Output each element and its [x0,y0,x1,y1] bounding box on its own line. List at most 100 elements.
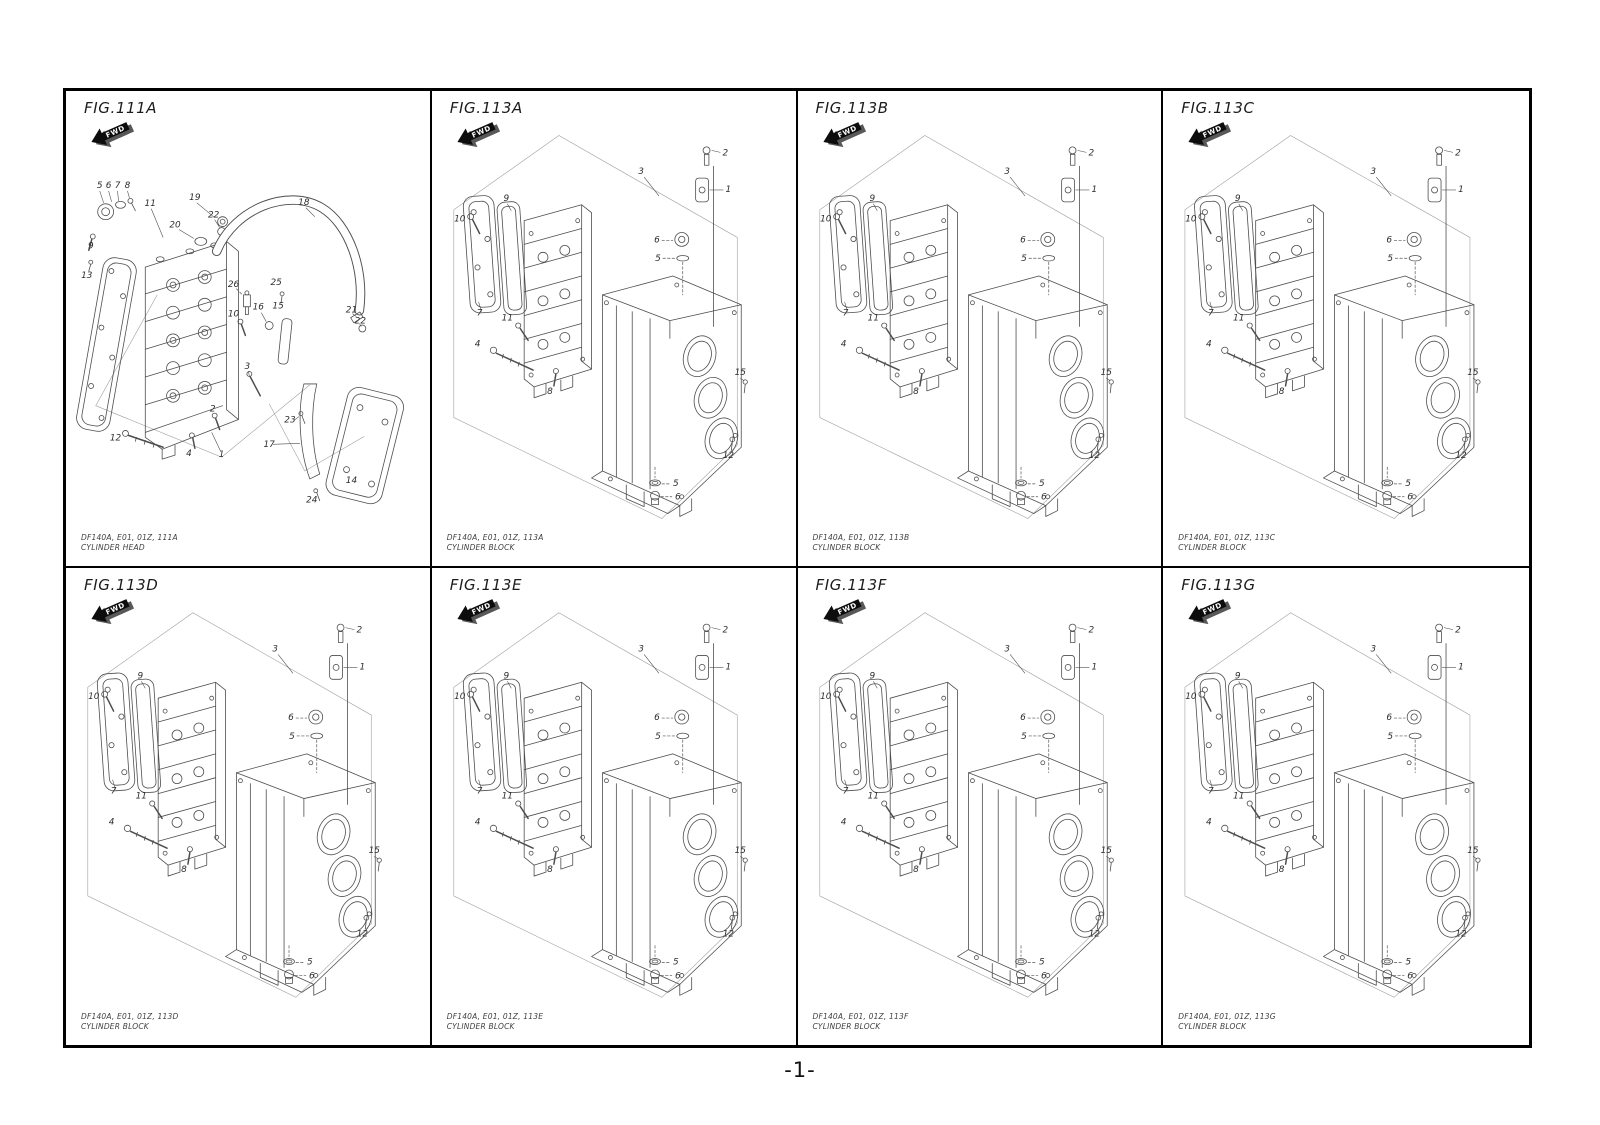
callout-number: 7 [476,309,482,319]
bolt-2-head [1435,146,1444,155]
cap-seal [1409,255,1422,262]
callout-number: 9 [503,194,509,204]
footer-part-name: CYLINDER BLOCK [446,1021,515,1031]
cylinder-head [523,204,592,399]
callout-number: 9 [869,194,875,204]
small-parts [237,291,293,365]
cylinder-block [590,753,742,996]
leader-lines [1209,150,1478,382]
leader-lines [478,150,745,382]
callout-number: 22 [355,317,367,327]
footer-part-name: CYLINDER BLOCK [1178,1021,1247,1031]
callout-number: 11 [145,199,156,209]
callout-number: 5 [1388,254,1394,264]
leader-lines [843,627,1110,860]
drain-plug [1014,945,1038,984]
panel-footer: DF140A, E01, 01Z, 113D CYLINDER BLOCK [81,1012,178,1032]
callout-number: 1 [725,185,731,195]
callout-number: 15 [734,368,746,378]
head-cover-gasket [1194,195,1233,314]
cylinder-block-diagram: 2 1 3 10 9 7 11 4 8 6 5 15 12 5 6 [819,135,1114,519]
cap-seal [676,732,689,740]
bolt-2-head [1068,623,1076,632]
diagram-cylinder-head: 5 6 7 8 9 11 13 19 20 22 18 26 25 16 15 … [66,91,430,566]
callout-number: 6 [1020,235,1026,245]
fwd-arrow-icon: FWD [91,122,135,148]
callout-number: 2 [1455,626,1461,636]
footer-part-name: CYLINDER HEAD [81,542,145,552]
callout-number: 1 [725,662,731,672]
callout-number: 5 [1038,479,1044,489]
seal-ring [194,237,208,246]
callout-number: 10 [228,310,240,320]
oil-level-gauge [1060,146,1080,327]
callout-number: 15 [272,302,284,312]
bracket-1 [694,177,709,203]
diagram-cylinder-block: 2 1 3 10 9 7 11 4 8 6 5 15 12 5 6 [1163,91,1529,566]
callout-number: 24 [306,496,318,506]
callout-number: 3 [1004,167,1010,177]
bolt-2-head [1068,146,1076,155]
bolts [1198,213,1481,451]
fwd-arrow-icon: FWD [1188,122,1232,148]
callout-number: 4 [840,339,846,349]
callout-number: 4 [1206,817,1212,827]
cylinder-head [157,681,226,877]
panel-footer: DF140A, E01, 01Z, 113F CYLINDER BLOCK [813,1012,909,1032]
bolts [467,213,748,451]
head-gasket [496,678,527,794]
callout-number: 4 [109,817,115,827]
diagram-cylinder-block: 2 1 3 10 9 7 11 4 8 6 5 15 12 5 6 [432,568,796,1045]
footer-model-code: DF140A, E01, 01Z, 113B [812,532,910,542]
fwd-icon-slot: FWD [454,119,502,155]
figure-title: FIG.113A [449,99,523,117]
callout-number: 2 [722,148,728,158]
spark-plug [236,288,251,316]
callout-number: 12 [722,451,734,461]
callouts: 2 1 3 10 9 7 11 4 8 6 5 15 12 5 6 [1185,626,1479,982]
diagram-cylinder-block: 2 1 3 10 9 7 11 4 8 6 5 15 12 5 6 [66,568,430,1045]
callout-number: 9 [137,671,143,681]
footer-part-name: CYLINDER BLOCK [1178,542,1247,552]
diagram-cylinder-block: 2 1 3 10 9 7 11 4 8 6 5 15 12 5 6 [798,91,1162,566]
bolt-2-head [702,623,711,632]
cylinder-head [889,204,958,399]
callout-number: 12 [110,433,122,443]
callout-number: 15 [1100,368,1112,378]
panel-footer: DF140A, E01, 01Z, 113G CYLINDER BLOCK [1178,1012,1275,1032]
footer-model-code: DF140A, E01, 01Z, 113C [1178,532,1276,542]
callout-number: 13 [81,271,93,281]
callout-number: 25 [270,278,282,288]
head-gasket [1228,201,1259,316]
callout-number: 17 [264,440,276,450]
callout-number: 5 [1406,479,1412,489]
cylinder-block [956,275,1108,517]
fwd-arrow-icon: FWD [457,599,500,625]
callout-number: 3 [272,644,278,654]
panel-footer: DF140A, E01, 01Z, 113C CYLINDER BLOCK [1178,533,1275,553]
breather-hose [211,195,367,333]
callout-number: 1 [360,662,366,672]
clamp-16 [264,321,274,330]
oil-filler-cap [1394,709,1422,774]
isometric-boundary [1184,135,1471,519]
head-cover-gasket [96,672,136,792]
cylinder-block-diagram: 2 1 3 10 9 7 11 4 8 6 5 15 12 5 6 [1184,612,1481,998]
head-gasket [130,678,162,794]
figure-grid: FIG.111A FWD [63,88,1532,1048]
callout-number: 6 [654,235,660,245]
leader-lines [843,150,1110,382]
bracket-1 [1427,177,1442,203]
fwd-icon-slot: FWD [820,119,868,155]
callout-number: 6 [309,971,315,981]
callout-number: 2 [1088,148,1094,158]
head-gasket [862,201,893,316]
drain-plug [648,945,672,984]
hose-clamp-21 [350,311,364,324]
callout-number: 2 [357,626,363,636]
callout-number: 2 [1455,148,1461,158]
footer-model-code: DF140A, E01, 01Z, 111A [81,532,178,542]
callout-number: 9 [1235,671,1241,681]
callouts: 2 1 3 10 9 7 11 4 8 6 5 15 12 5 6 [820,626,1112,982]
figure-title: FIG.113D [84,576,159,594]
